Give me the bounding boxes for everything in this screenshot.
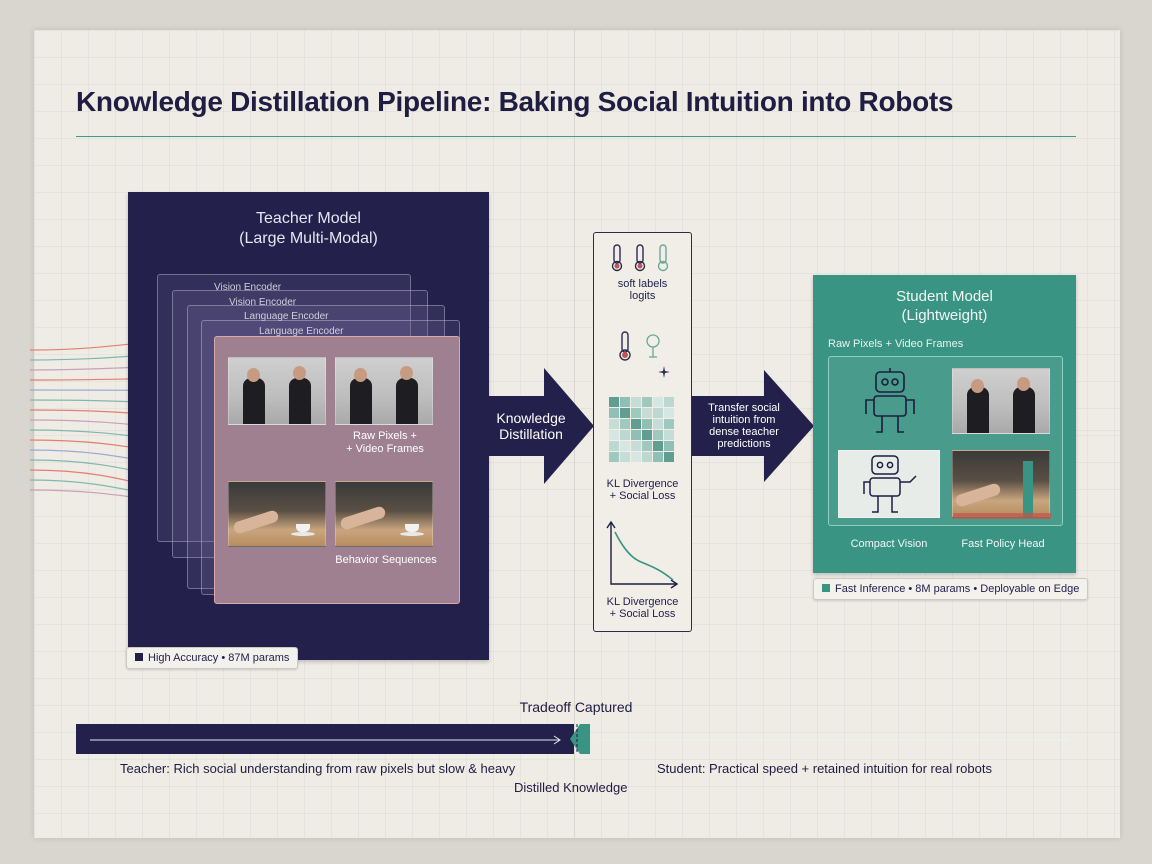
teacher-legend-swatch — [135, 653, 143, 661]
student-input-label: Raw Pixels + Video Frames — [828, 338, 964, 350]
behavior-frame-2 — [335, 481, 433, 547]
student-conversation-frame — [952, 368, 1050, 434]
distilled-knowledge-caption: Distilled Knowledge — [514, 780, 628, 795]
kl-divergence-line2: + Social Loss — [609, 490, 676, 502]
raw-pixels-label-line2: + Video Frames — [346, 443, 424, 455]
distillation-label-line2: Distillation — [499, 426, 563, 442]
behavior-frame-1 — [228, 481, 326, 547]
soft-labels-line2: logits — [629, 290, 656, 302]
tradeoff-bar-notch — [564, 724, 590, 754]
transfer-arrow-label: Transfer social intuition from dense tea… — [696, 402, 792, 450]
sparkle-icon — [658, 366, 670, 378]
kl-heatmap-grid — [609, 397, 674, 462]
loss-curve-icon — [606, 520, 679, 589]
raw-pixels-label-line1: Raw Pixels + — [353, 430, 417, 442]
tradeoff-title: Tradeoff Captured — [519, 699, 633, 715]
compact-vision-caption: Compact Vision — [850, 538, 928, 550]
kl-divergence-text: KL Divergence + Social Loss — [593, 478, 692, 502]
transfer-label-line4: predictions — [717, 438, 771, 450]
student-title-line1: Student Model — [896, 288, 993, 305]
soft-labels-line1: soft labels — [617, 278, 668, 290]
raw-pixels-label: Raw Pixels + + Video Frames — [330, 430, 440, 456]
thermometer-icon — [619, 331, 631, 361]
robot-reaching-icon — [863, 455, 917, 513]
tree-icon — [646, 334, 660, 358]
fast-policy-head-caption: Fast Policy Head — [961, 538, 1045, 550]
transfer-label-line3: dense teacher — [709, 426, 779, 438]
student-inference-badge: Fast Inference • 8M params • Deployable … — [813, 578, 1089, 600]
kl-divergence-2-line2: + Social Loss — [609, 608, 676, 620]
kl-divergence-line1: KL Divergence — [606, 478, 679, 490]
kl-divergence-text-2: KL Divergence + Social Loss — [593, 596, 692, 620]
page-title: Knowledge Distillation Pipeline: Baking … — [76, 86, 954, 117]
student-robot-frame — [838, 450, 940, 518]
conversation-frame-2 — [335, 357, 433, 425]
distillation-arrow — [488, 368, 594, 484]
teacher-badge-text: High Accuracy • 87M params — [148, 652, 290, 664]
temperature-icons — [611, 244, 669, 272]
teacher-title-line1: Teacher Model — [256, 210, 361, 227]
encoder-layer-3-label: Language Encoder — [244, 311, 329, 322]
transfer-label-line1: Transfer social — [708, 402, 780, 414]
teacher-accuracy-badge: High Accuracy • 87M params — [126, 647, 299, 669]
encoder-layer-1-label: Vision Encoder — [214, 282, 282, 293]
teacher-title: Teacher Model (Large Multi-Modal) — [128, 209, 489, 249]
teacher-bar-arrow — [90, 735, 561, 745]
conversation-frame-1 — [228, 357, 326, 425]
transfer-arrow — [692, 370, 814, 482]
encoder-layer-2-label: Vision Encoder — [229, 297, 297, 308]
kl-divergence-2-line1: KL Divergence — [606, 596, 679, 608]
title-rule — [76, 136, 1076, 137]
teacher-tradeoff-caption: Teacher: Rich social understanding from … — [120, 761, 516, 776]
student-title-line2: (Lightweight) — [901, 307, 988, 324]
soft-labels-text: soft labels logits — [593, 278, 692, 302]
student-tradeoff-caption: Student: Practical speed + retained intu… — [657, 761, 992, 776]
distillation-label-line1: Knowledge — [496, 410, 566, 426]
encoder-layer-4-label: Language Encoder — [259, 326, 344, 337]
robot-icon — [865, 368, 915, 433]
behavior-sequences-label: Behavior Sequences — [335, 554, 437, 566]
student-badge-text: Fast Inference • 8M params • Deployable … — [835, 583, 1080, 595]
teacher-title-line2: (Large Multi-Modal) — [239, 230, 378, 247]
teacher-tradeoff-bar — [76, 724, 574, 754]
student-bar-arrow — [596, 735, 1069, 745]
student-legend-swatch — [822, 584, 830, 592]
student-title: Student Model (Lightweight) — [813, 287, 1076, 325]
transfer-label-line2: intuition from — [712, 414, 776, 426]
student-policy-frame — [952, 450, 1051, 519]
distillation-arrow-label: Knowledge Distillation — [490, 410, 572, 442]
